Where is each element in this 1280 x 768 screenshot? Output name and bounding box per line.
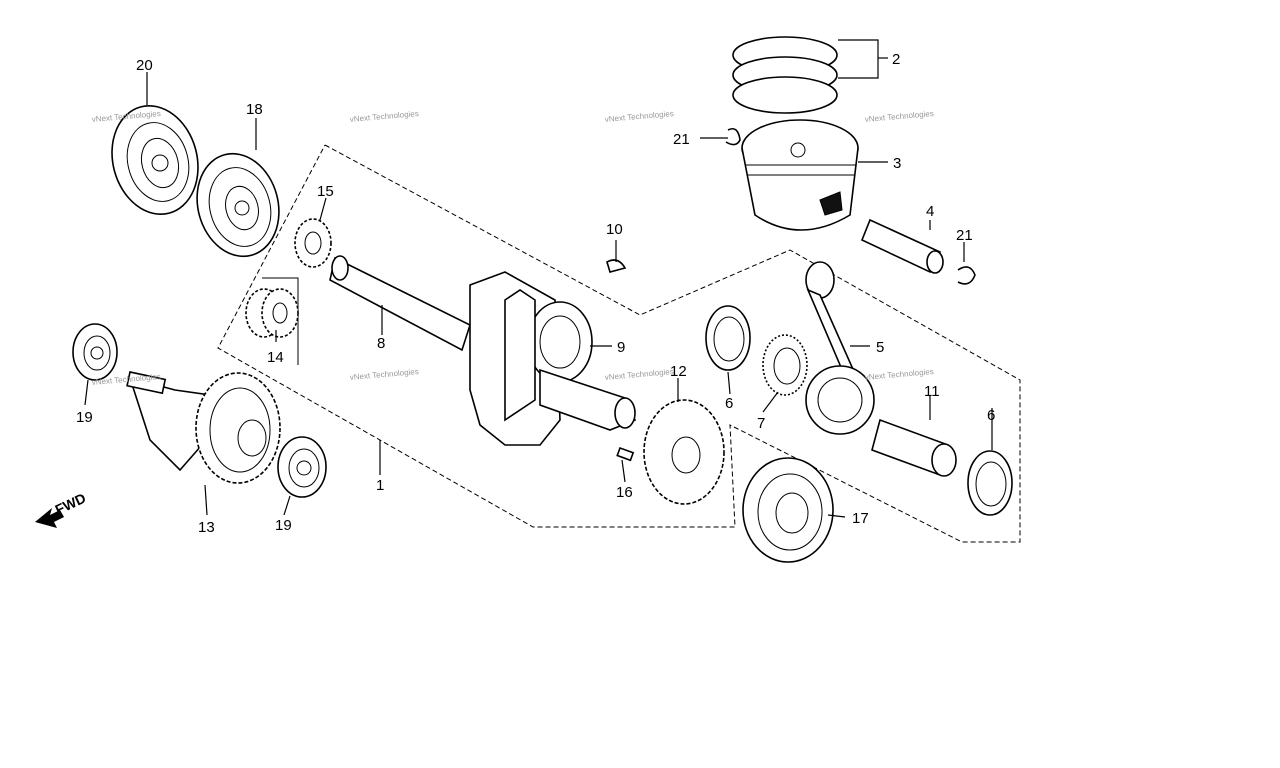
crankshaft-8-9[interactable] [329,255,637,446]
callout-18: 18 [246,101,263,118]
bearing-19-top[interactable] [72,323,118,381]
callout-6-right: 6 [987,407,995,424]
callout-14: 14 [267,349,284,366]
bearing-20[interactable] [100,96,210,224]
callout-21-right: 21 [956,227,973,244]
callout-7: 7 [757,415,765,432]
needle-bearing-7[interactable] [762,334,808,396]
fwd-arrow: FWD [35,490,88,528]
clip-21-top[interactable] [725,127,741,146]
callout-19-top: 19 [76,409,93,426]
watermark: vNext Technologies [864,367,934,382]
callout-16: 16 [616,484,633,501]
watermark: vNext Technologies [349,109,419,124]
watermark: vNext Technologies [349,367,419,382]
callout-5: 5 [876,339,884,356]
callout-10: 10 [606,221,623,238]
clip-21-right[interactable] [957,266,976,285]
callout-20: 20 [136,57,153,74]
callout-4: 4 [926,203,934,220]
crank-pin-11[interactable] [871,418,957,477]
svg-text:FWD: FWD [53,490,89,518]
washer-6-left[interactable] [705,305,751,371]
callout-9: 9 [617,339,625,356]
callout-15: 15 [317,183,334,200]
gear-15[interactable] [294,218,332,268]
piston-3[interactable] [741,119,859,231]
callout-13: 13 [198,519,215,536]
gear-14[interactable] [245,288,299,338]
woodruff-key-10[interactable] [606,259,627,273]
watermark: vNext Technologies [864,109,934,124]
gear-12[interactable] [643,399,725,505]
callout-2: 2 [892,51,900,68]
crankshaft-assembly-boundary [217,144,1021,543]
watermark: vNext Technologies [604,367,674,382]
bearing-19-bottom[interactable] [277,436,327,498]
callout-19-bottom: 19 [275,517,292,534]
callout-6-left: 6 [725,395,733,412]
callout-11: 11 [924,383,940,400]
callout-3: 3 [893,155,901,172]
balancer-shaft-13[interactable] [126,371,281,484]
piston-pin-4[interactable] [860,218,944,274]
connecting-rod-5[interactable] [805,261,875,435]
bearing-18[interactable] [186,144,290,265]
bearing-17[interactable] [742,457,834,563]
callout-21-left: 21 [673,131,690,148]
callout-1: 1 [376,477,384,494]
callout-12: 12 [670,363,687,380]
washer-6-right[interactable] [967,450,1013,516]
callout-17: 17 [852,510,869,527]
piston-rings-2[interactable] [732,36,838,114]
pin-16[interactable] [616,446,635,462]
gear-group-boundary [262,277,299,365]
callout-8: 8 [377,335,385,352]
leader-lines [84,39,993,518]
watermark: vNext Technologies [604,109,674,124]
